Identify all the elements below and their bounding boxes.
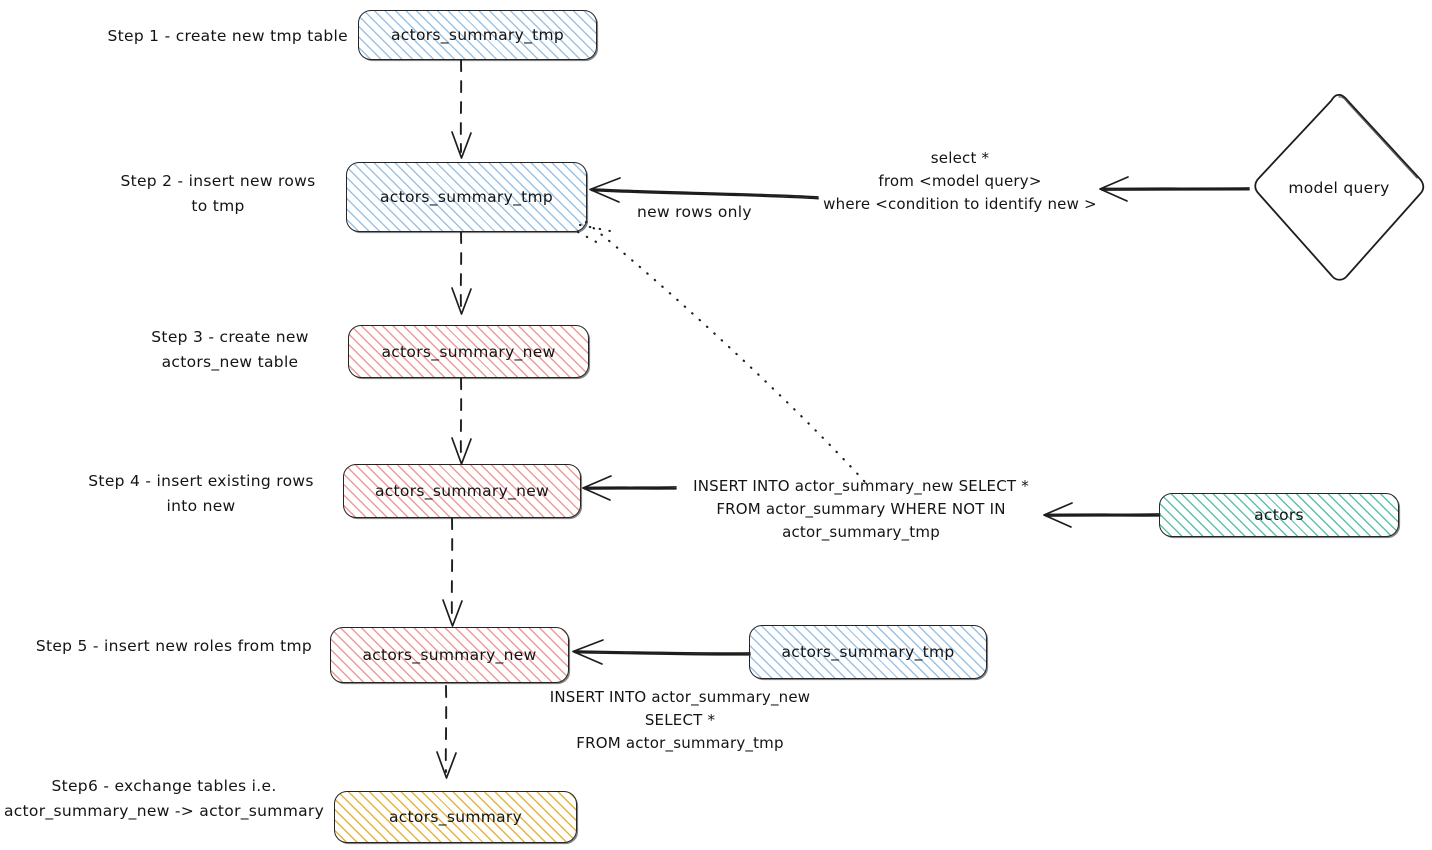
node-label: model query (1288, 179, 1390, 197)
annotation-model-query-sql: select * from <model query> where <condi… (823, 149, 1097, 213)
diamond-shape (1254, 93, 1425, 281)
node-actors-summary-new-step5[interactable]: actors_summary_new (330, 627, 569, 683)
arrow-step2-to-step3 (451, 231, 472, 315)
node-label: actors_summary_tmp (781, 643, 955, 661)
node-actors-source[interactable]: actors (1159, 493, 1399, 537)
arrow-modelquery-sql-to-step2 (589, 177, 819, 203)
dotted-link-step2-to-actor-summary (576, 220, 867, 484)
step-label-3: Step 3 - create new actors_new table (151, 328, 309, 371)
arrow-step4-to-step5 (442, 517, 463, 627)
arrow-tmp-right-to-step5 (572, 639, 751, 665)
node-label: actors_summary_tmp (379, 188, 554, 206)
arrow-step5-to-step6 (436, 685, 457, 779)
step-label-1: Step 1 - create new tmp table (107, 27, 348, 45)
annotation-insert-new-roles-sql: INSERT INTO actor_summary_new SELECT * F… (549, 688, 811, 752)
node-label: actors_summary_new (374, 482, 550, 500)
step-label-4: Step 4 - insert existing rows into new (88, 472, 314, 515)
arrow-step3-to-step4 (451, 377, 472, 465)
node-actors-summary-step6[interactable]: actors_summary (334, 791, 577, 843)
step-label-2: Step 2 - insert new rows to tmp (120, 172, 316, 215)
node-actors-summary-new-step3[interactable]: actors_summary_new (348, 325, 589, 378)
arrow-modelquery-to-sql (1099, 176, 1250, 202)
node-label: actors_summary (388, 808, 523, 826)
arrow-actors-to-insert-existing-sql (1043, 502, 1161, 528)
node-actors-summary-tmp-source[interactable]: actors_summary_tmp (749, 625, 987, 679)
annotation-insert-existing-sql: INSERT INTO actor_summary_new SELECT * F… (693, 477, 1029, 541)
arrow-insert-existing-sql-to-step4 (582, 475, 677, 501)
node-actors-summary-tmp-step2[interactable]: actors_summary_tmp (346, 162, 587, 232)
node-label: actors (1254, 506, 1304, 524)
node-label: actors_summary_new (381, 342, 556, 361)
annotation-new-rows-only: new rows only (637, 203, 752, 221)
node-label: actors_summary_tmp (390, 26, 565, 44)
node-model-query[interactable]: model query (1249, 90, 1429, 286)
step-label-5: Step 5 - insert new roles from tmp (35, 637, 312, 655)
node-actors-summary-new-step4[interactable]: actors_summary_new (343, 464, 581, 518)
arrow-step1-to-step2 (451, 59, 472, 159)
step-label-6: Step6 - exchange tables i.e. actor_summa… (3, 777, 325, 820)
node-label: actors_summary_new (362, 646, 537, 664)
node-actors-summary-tmp-step1[interactable]: actors_summary_tmp (358, 10, 597, 60)
